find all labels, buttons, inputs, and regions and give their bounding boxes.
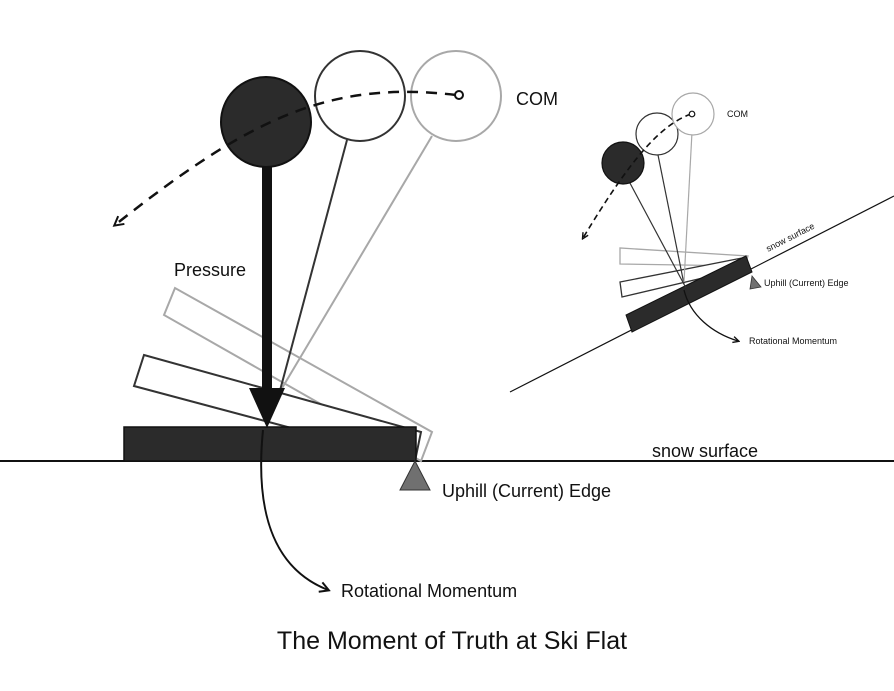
- inset-edge-label: Uphill (Current) Edge: [764, 278, 849, 288]
- inset-com-label: COM: [727, 109, 748, 119]
- inset-rotational-momentum-arrow: [683, 289, 738, 341]
- inset-ski-current: [625, 255, 753, 333]
- inset-com-point-marker: [688, 110, 696, 118]
- com-circle-dark: [220, 76, 312, 168]
- diagram-title: The Moment of Truth at Ski Flat: [277, 627, 627, 655]
- inset-com-circle-dark: [601, 141, 645, 185]
- pressure-arrow-head: [249, 388, 285, 428]
- edge-label: Uphill (Current) Edge: [442, 481, 611, 501]
- inset-leg-mid: [656, 149, 685, 285]
- com-label: COM: [516, 89, 558, 109]
- main-diagram: COM Pressure snow surface Uphill (Curren…: [0, 50, 894, 655]
- inset-diagram: COM snow surface Uphill (Current) Edge R…: [509, 92, 894, 393]
- inset-com-circle-mid: [635, 112, 679, 156]
- inset-com-trajectory: [583, 113, 692, 238]
- edge-marker-triangle: [399, 459, 431, 491]
- inset-leg-light: [683, 131, 693, 283]
- com-point-marker: [454, 90, 464, 100]
- pressure-label: Pressure: [174, 260, 246, 280]
- inset-leg-dark: [622, 169, 687, 289]
- com-trajectory: [115, 90, 457, 225]
- rotational-momentum-arrow: [260, 429, 328, 590]
- rotational-momentum-label: Rotational Momentum: [341, 581, 517, 601]
- leg-light: [274, 135, 433, 401]
- leg-mid: [277, 139, 348, 399]
- inset-edge-marker-triangle: [749, 275, 762, 290]
- inset-rotational-momentum-label: Rotational Momentum: [749, 336, 837, 346]
- snow-surface-label: snow surface: [652, 441, 758, 461]
- ski-flat: [123, 426, 417, 462]
